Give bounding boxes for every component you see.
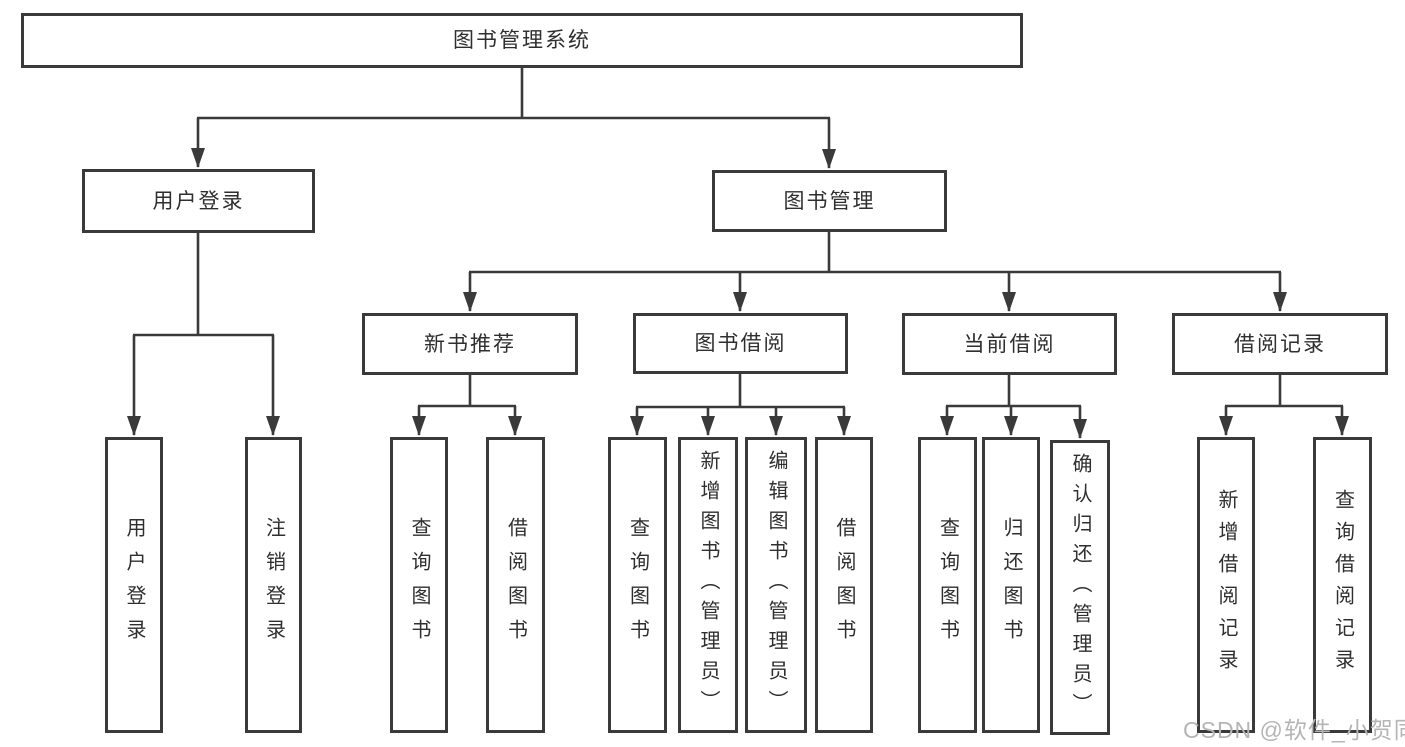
leaf-borrow-books-recommend: 借阅图书 (486, 437, 545, 733)
node-label: 查询图书 (408, 517, 430, 653)
node-label: 查询图书 (626, 517, 649, 653)
csdn-watermark: CSDN @软件_小贺同学 (1183, 717, 1405, 743)
node-book-management: 图书管理 (712, 170, 947, 232)
edge-user-login-to-leaves (127, 233, 280, 436)
leaf-query-books-recommend: 查询图书 (390, 437, 448, 733)
node-user-login: 用户登录 (82, 169, 315, 233)
leaf-return-books: 归还图书 (982, 437, 1040, 733)
leaf-add-borrow-record: 新增借阅记录 (1197, 437, 1255, 733)
node-label: 图书管理系统 (453, 29, 591, 52)
node-borrow-records: 借阅记录 (1172, 313, 1388, 375)
leaf-user-login: 用户登录 (105, 437, 163, 733)
leaf-confirm-return-admin: 确认归还（管理员） (1050, 440, 1110, 735)
node-label: 新增图书（管理员） (697, 450, 719, 720)
node-label: 编辑图书（管理员） (765, 450, 787, 720)
node-label: 归还图书 (1000, 517, 1022, 653)
edge-book-borrow-to-leaves (630, 374, 851, 436)
node-book-borrow: 图书借阅 (633, 313, 848, 374)
node-root: 图书管理系统 (21, 13, 1023, 68)
leaf-edit-book-admin: 编辑图书（管理员） (745, 437, 807, 733)
node-new-book-recommend: 新书推荐 (362, 313, 578, 375)
leaf-add-book-admin: 新增图书（管理员） (678, 437, 738, 733)
node-label: 用户登录 (152, 189, 245, 213)
node-label: 查询图书 (936, 517, 959, 653)
leaf-query-books-borrow: 查询图书 (608, 437, 667, 733)
node-current-borrow: 当前借阅 (902, 313, 1117, 375)
node-label: 新增借阅记录 (1215, 489, 1237, 681)
leaf-query-books-current: 查询图书 (918, 437, 977, 733)
node-label: 新书推荐 (424, 332, 516, 356)
edge-current-borrow-to-leaves (940, 375, 1087, 439)
node-label: 当前借阅 (963, 332, 1056, 356)
edge-book-management-to-level3 (463, 232, 1287, 312)
node-label: 借阅图书 (833, 517, 855, 653)
node-label: 图书借阅 (694, 332, 787, 355)
node-label: 用户登录 (123, 517, 145, 653)
edge-borrow-records-to-leaves (1219, 375, 1349, 436)
node-label: 借阅图书 (504, 517, 527, 653)
edge-new-book-recommend-to-leaves (412, 375, 522, 436)
node-label: 注销登录 (262, 517, 285, 653)
node-label: 查询借阅记录 (1331, 489, 1354, 681)
node-label: 借阅记录 (1234, 332, 1326, 356)
leaf-query-borrow-record: 查询借阅记录 (1313, 437, 1372, 733)
node-label: 图书管理 (783, 189, 876, 213)
edge-root-to-level2 (191, 68, 836, 169)
node-label: 确认归还（管理员） (1069, 452, 1091, 723)
leaf-borrow-books: 借阅图书 (815, 437, 873, 733)
leaf-logout: 注销登录 (245, 437, 302, 733)
